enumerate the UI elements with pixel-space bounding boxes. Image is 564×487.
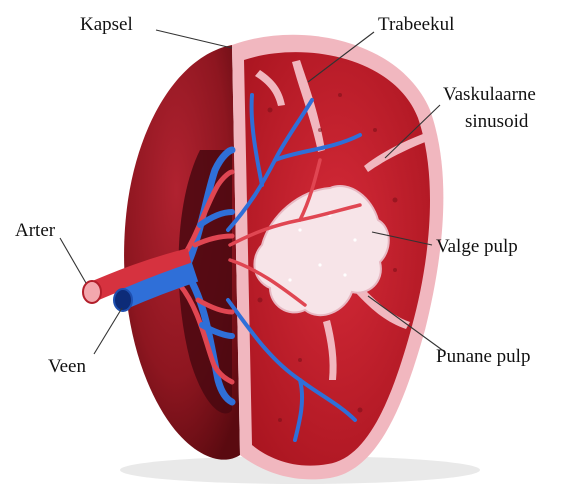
label-red-pulp: Punane pulp <box>436 346 530 367</box>
label-trabecula: Trabeekul <box>378 14 454 35</box>
label-sinusoid-line1: Vaskulaarne <box>443 84 536 105</box>
label-white-pulp: Valge pulp <box>436 236 518 257</box>
vein-lumen <box>114 289 132 311</box>
label-capsule: Kapsel <box>80 14 133 35</box>
label-sinusoid-line2: sinusoid <box>465 111 529 132</box>
label-artery: Arter <box>15 220 56 241</box>
label-vein: Veen <box>48 356 86 377</box>
artery-lumen <box>83 281 101 303</box>
